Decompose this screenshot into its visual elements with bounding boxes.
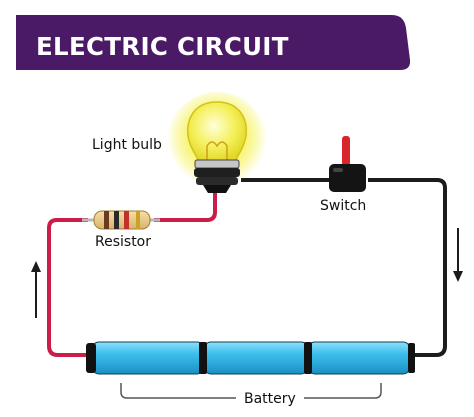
bulb-base-ring-2 — [196, 177, 238, 185]
wires — [47, 178, 447, 357]
page-title: ELECTRIC CIRCUIT — [36, 32, 289, 61]
title-banner: ELECTRIC CIRCUIT — [16, 15, 411, 70]
switch — [329, 136, 366, 192]
switch-highlight — [333, 168, 343, 172]
wire-left — [47, 191, 217, 357]
wire-right — [241, 178, 447, 357]
battery-bracket — [120, 383, 382, 399]
battery — [86, 341, 415, 399]
switch-label: Switch — [320, 198, 366, 214]
resistor-band-3 — [124, 211, 129, 229]
bulb-base-ring — [194, 168, 240, 177]
bulb-base — [194, 159, 240, 169]
resistor — [82, 210, 160, 230]
arrow-down-icon — [453, 228, 463, 282]
light-bulb — [167, 92, 267, 193]
battery-terminal-left — [86, 343, 96, 373]
light-bulb-label: Light bulb — [92, 137, 162, 153]
resistor-band-1 — [104, 211, 109, 229]
battery-joint-1 — [199, 342, 207, 374]
battery-terminal-right — [408, 343, 415, 373]
resistor-body — [93, 210, 151, 230]
resistor-label: Resistor — [95, 234, 151, 250]
battery-cell-2 — [203, 341, 309, 375]
title-banner-shape — [16, 15, 411, 70]
bulb-glass — [187, 101, 247, 163]
battery-cell-3 — [307, 341, 411, 375]
bulb-base-tip — [203, 185, 231, 193]
switch-toggle — [342, 136, 350, 166]
battery-joint-2 — [304, 342, 312, 374]
battery-cell-1 — [91, 341, 205, 375]
resistor-band-4 — [136, 211, 140, 229]
resistor-band-2 — [114, 211, 119, 229]
arrow-up-icon — [31, 261, 41, 318]
battery-label: Battery — [244, 391, 296, 407]
bulb-filament — [206, 141, 228, 160]
